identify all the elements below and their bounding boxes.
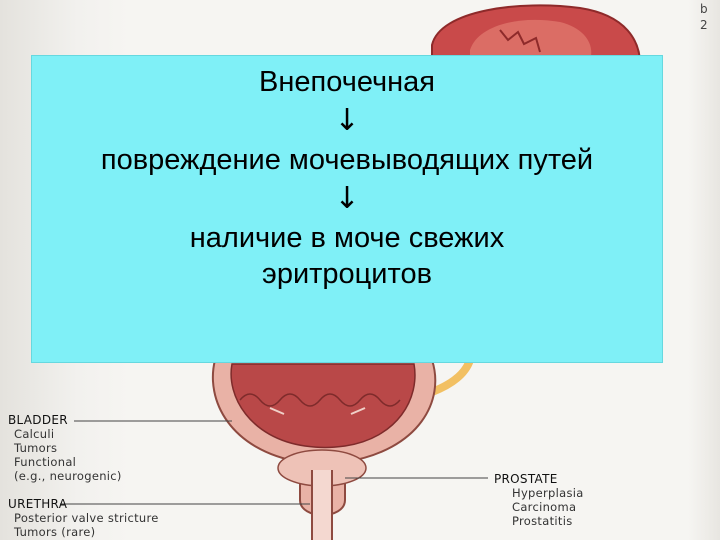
callout-line-urinary-tract: повреждение мочевыводящих путей: [47, 142, 647, 178]
bladder-item: (e.g., neurogenic): [14, 470, 122, 483]
down-arrow-icon: ↓: [32, 100, 662, 142]
ureter-right: [432, 360, 470, 392]
prostate-item: Prostatitis: [512, 515, 573, 528]
callout-line-extrarenal: Внепочечная: [32, 64, 662, 100]
prostate-item: Hyperplasia: [512, 487, 584, 500]
prostate-item: Carcinoma: [512, 501, 576, 514]
hematuria-callout: Внепочечная ↓ повреждение мочевыводящих …: [31, 55, 663, 363]
urethra-item: Tumors (rare): [14, 526, 95, 539]
urethra-lumen: [313, 470, 331, 540]
bladder-item: Functional: [14, 456, 76, 469]
bladder-item: Tumors: [14, 442, 57, 455]
bladder-item: Calculi: [14, 428, 54, 441]
bladder-label: BLADDER: [8, 414, 68, 427]
prostate-label: PROSTATE: [494, 473, 558, 486]
urethra-label: URETHRA: [8, 498, 67, 511]
callout-line-fresh-rbc: наличие в моче свежих эритроцитов: [137, 220, 557, 292]
down-arrow-icon: ↓: [32, 178, 662, 220]
urethra-item: Posterior valve stricture: [14, 512, 159, 525]
page-mark: 2: [700, 18, 708, 32]
page-mark: b: [700, 2, 708, 16]
